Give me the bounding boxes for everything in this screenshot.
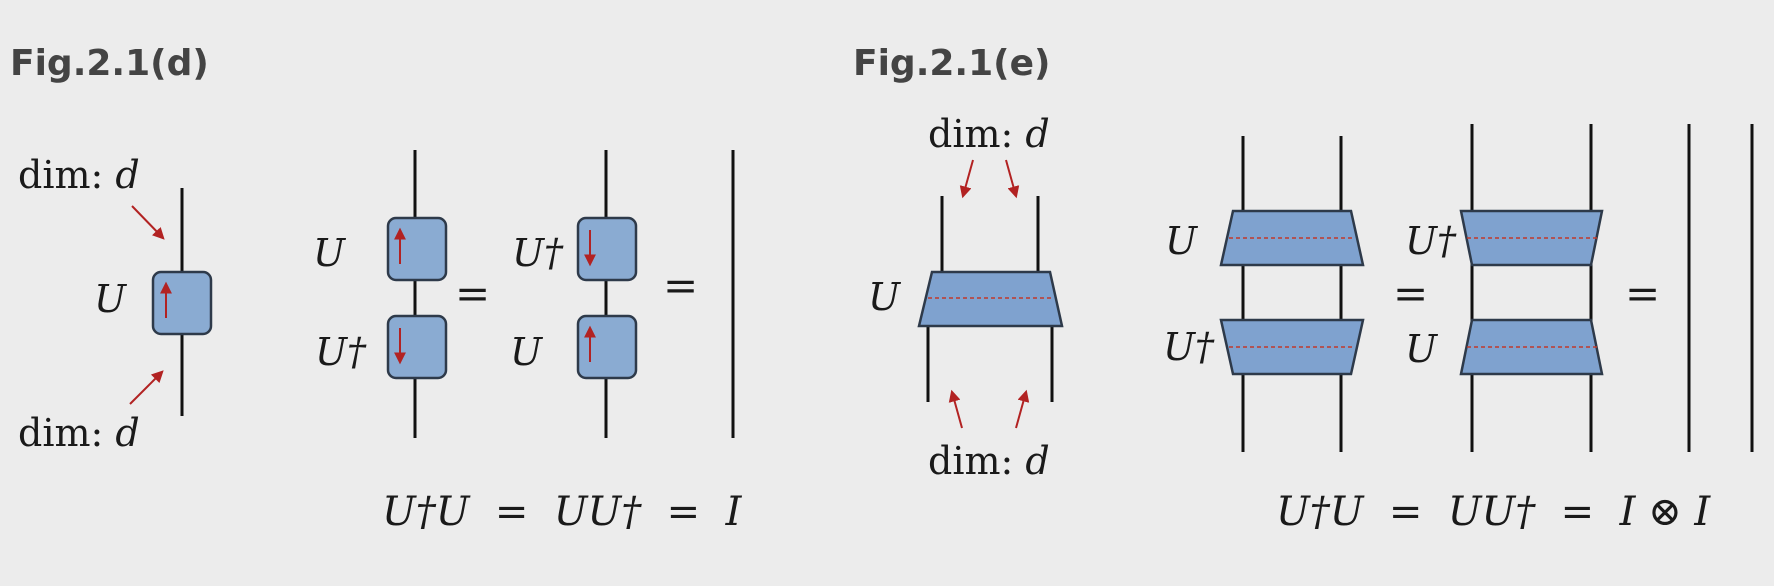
unitary-tensor-e: dim: d U dim: d [868,112,1064,483]
lhs-bottom-label-e: U† [1163,325,1215,369]
unitary-tensor-d: dim: d U dim: d [18,153,213,455]
identity-relation-e: U U† = U† U = U†U = UU† = I ⊗ I [1163,124,1754,535]
dim-arrow-top-right [1005,159,1020,199]
equation-d: U†U = UU† = I [382,489,743,535]
dim-arrow-bottom-left [948,389,963,429]
equation-e: U†U = UU† = I ⊗ I [1276,489,1711,535]
dim-label-bottom: dim: d [18,411,140,455]
dim-arrow-bottom-right [1015,389,1030,429]
rhs-top-label: U† [512,231,564,275]
dim-label-bottom-e: dim: d [928,439,1050,483]
equals-sign-e1: = [1393,269,1428,318]
tensor-box [151,270,213,336]
dim-label-top-e: dim: d [928,112,1050,156]
identity-relation-d: U U† = U† U = U†U = UU† = I [313,150,743,535]
tensor-label: U [94,277,128,321]
figure-e-title: Fig.2.1(e) [853,43,1050,84]
lhs-bottom-label: U† [315,330,367,374]
trapezoid-tensor [917,270,1064,328]
rhs-bottom-label: U [510,330,544,374]
lhs-top-label: U [313,231,347,275]
rhs-bottom-label-e: U [1405,327,1439,371]
dim-arrow-top [131,205,165,240]
lhs-top-box [386,216,448,282]
tensor-label-e: U [868,275,902,319]
figure-e: Fig.2.1(e) dim: d U dim: d U U† [853,43,1754,535]
equals-sign-e2: = [1625,269,1660,318]
figure-d: Fig.2.1(d) dim: d U dim: d U U† = U† U [10,43,743,535]
dim-arrow-bottom [129,370,164,405]
equals-sign-2: = [663,261,698,310]
rhs-top-label-e: U† [1405,219,1457,263]
dim-label-top: dim: d [18,153,140,197]
lhs-bottom-box [386,314,448,380]
lhs-top-label-e: U [1165,219,1199,263]
rhs-top-box [576,216,638,282]
rhs-bottom-box [576,314,638,380]
figure-d-title: Fig.2.1(d) [10,43,209,84]
dim-arrow-top-left [959,159,974,199]
equals-sign-1: = [455,269,490,318]
